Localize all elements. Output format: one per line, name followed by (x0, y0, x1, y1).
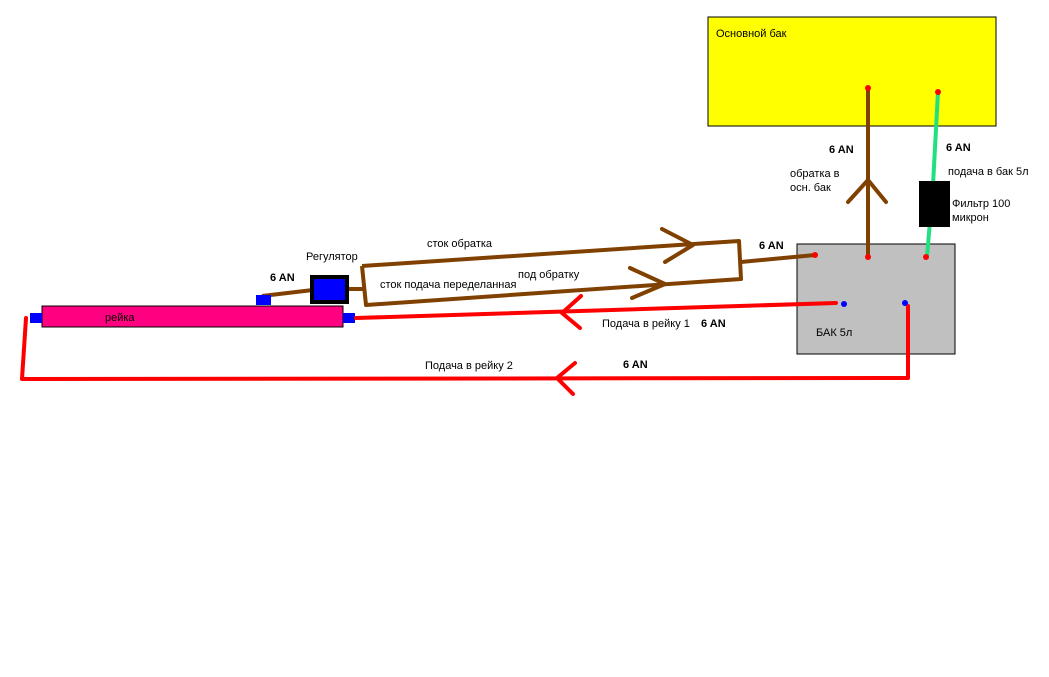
feed-rail-2-label: Подача в рейку 2 (425, 360, 513, 372)
main-tank (707, 16, 997, 127)
surge-fill-port (923, 254, 929, 260)
feed-rail-1-size: 6 AN (701, 318, 726, 330)
fill-surge-label: подача в бак 5л (948, 166, 1029, 178)
rail-left-fitting (30, 313, 42, 323)
surge-return-line (739, 253, 817, 264)
filter-label-2: микрон (952, 212, 989, 224)
surge-feed-2-port (902, 300, 908, 306)
feed-rail-1-label: Подача в рейку 1 (602, 318, 690, 330)
surge-return-size: 6 AN (759, 240, 784, 252)
surge-return-port (865, 254, 871, 260)
rail-right-fitting (343, 313, 355, 323)
filter-label-1: Фильтр 100 (952, 198, 1010, 210)
feed-rail-2-line (20, 304, 910, 381)
regulator (310, 275, 349, 304)
regulator-label: Регулятор (306, 251, 358, 263)
rail (41, 305, 344, 328)
return-to-main-label-2: осн. бак (790, 182, 831, 194)
drain-return-arrow (660, 227, 695, 264)
drain-feed-arrow (628, 266, 667, 300)
surge-tank-label: БАК 5л (816, 327, 852, 339)
rail-label: рейка (105, 312, 135, 324)
main-tank-fill-port (935, 89, 941, 95)
main-tank-return-port (865, 85, 871, 91)
surge-tank (796, 243, 956, 355)
feed-rail-1-line (354, 301, 838, 320)
return-to-main-arrow (846, 178, 888, 204)
drain-feed-modified-label: сток подача переделанная (380, 279, 516, 291)
regulator-size: 6 AN (270, 272, 295, 284)
return-to-main-size: 6 AN (829, 144, 854, 156)
surge-drain-port (812, 252, 818, 258)
return-to-main-label-1: обратка в (790, 168, 840, 180)
surge-feed-1-port (841, 301, 847, 307)
main-tank-label: Основной бак (716, 28, 787, 40)
fill-surge-size: 6 AN (946, 142, 971, 154)
feed-rail-1-arrow (560, 294, 583, 330)
drain-return-label: сток обратка (427, 238, 493, 250)
filter (919, 181, 950, 227)
feed-rail-2-arrow (555, 361, 577, 396)
under-return-label: под обратку (518, 269, 580, 281)
drain-return-line (360, 239, 743, 307)
feed-rail-2-size: 6 AN (623, 359, 648, 371)
rail-top-fitting (256, 295, 271, 305)
